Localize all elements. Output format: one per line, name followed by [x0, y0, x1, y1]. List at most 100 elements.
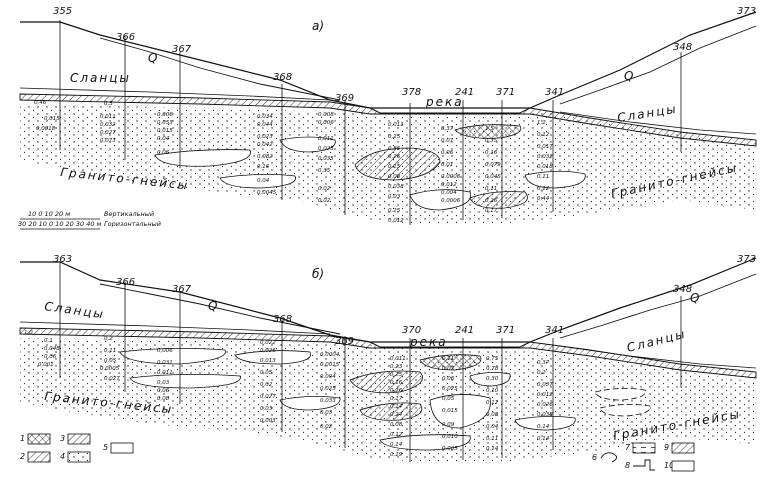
value: 0,14 [537, 436, 550, 442]
value: 0,03 [320, 410, 333, 416]
value: 0,01 [441, 162, 453, 168]
value: 0,07 [442, 366, 455, 372]
value: 0,17 [390, 396, 403, 402]
legend-number: 9 [664, 443, 669, 452]
value: 0,06 [441, 150, 454, 156]
value: 0,027 [104, 376, 120, 382]
value: 0,006 [157, 348, 173, 354]
panel-a-boreholes [59, 20, 682, 225]
legend-number: 8 [625, 461, 630, 470]
legend-item-6: 6 [592, 452, 617, 463]
value: 0,011 [390, 356, 406, 362]
value: 0,015 [157, 128, 173, 134]
legend-swatch [600, 452, 617, 463]
value: 0,04 [486, 424, 499, 430]
value: 0,003 [260, 418, 276, 424]
value: 0,082 [257, 154, 273, 160]
panel-a-weathering-band [19, 93, 757, 147]
value: 0,05 [260, 370, 273, 376]
legend-item-8: 8 [625, 459, 655, 471]
value: 0,012 [441, 182, 457, 188]
horizontal-scale-label: Горизонтальный [104, 220, 161, 228]
value: 0,11 [442, 356, 454, 362]
value: 0,06 [157, 150, 170, 156]
borehole-b-373: 373 [737, 254, 756, 265]
value: 0,006 [157, 112, 173, 118]
value: 0,37 [441, 126, 454, 132]
value: 0,015 [442, 408, 458, 414]
value: 0,11 [537, 174, 549, 180]
panel-a-right-contact [559, 111, 757, 135]
value: 0,02 [260, 382, 273, 388]
value: 0,12 [390, 432, 403, 438]
value: 0,1 [44, 338, 53, 344]
value: 0,11 [485, 186, 497, 192]
value: 0,11 [486, 436, 498, 442]
value: 0,027 [260, 394, 276, 400]
borehole-a-367: 367 [172, 44, 192, 55]
panel-a-left-contact [19, 87, 331, 101]
value: 0,14 [537, 424, 550, 430]
panel-b-borehole-numbers: 363 366 367 368 369 370 241 371 341 348 … [53, 254, 756, 347]
value: 0,35 [318, 168, 331, 174]
legend-swatch [27, 451, 51, 463]
value: 0,12 [486, 400, 499, 406]
value: 0,001 [38, 362, 54, 368]
value: 0,5 [104, 101, 113, 107]
legend-swatch [110, 442, 134, 454]
value: 0,011 [388, 122, 404, 128]
panel-b: б) [19, 254, 757, 462]
value: 0,06 [157, 388, 170, 394]
value: 0,042 [257, 142, 273, 148]
borehole-a-355: 355 [53, 6, 72, 17]
value: 0,0006 [441, 198, 461, 204]
value: 0,038 [388, 184, 404, 190]
legend-item-10: 10 [664, 460, 695, 472]
panel-a-q-label-right: Q [624, 69, 635, 83]
value: 0,004 [320, 374, 336, 380]
legend-swatch [67, 451, 91, 463]
value: 0,24 [390, 412, 403, 418]
value: 0,05 [104, 358, 117, 364]
panel-a-q-layer-boundary [99, 25, 757, 105]
value: 0,12 [537, 132, 550, 138]
legend-item-1: 1 [20, 433, 51, 445]
value: 0,37 [537, 360, 550, 366]
value: 0,033 [320, 398, 336, 404]
value: 0,16 [390, 380, 403, 386]
value: 0,25 [388, 208, 401, 214]
value: 0,026 [260, 348, 276, 354]
value: 0,75 [486, 356, 499, 362]
value: 0,005 [442, 446, 458, 452]
value: 0,26 [388, 154, 401, 160]
value: 0,10 [486, 388, 499, 394]
value: 0,17 [485, 208, 498, 214]
value: 0,08 [157, 396, 170, 402]
value: 0,14 [486, 446, 499, 452]
value: 0,037 [537, 382, 553, 388]
value: 0,044 [257, 122, 273, 128]
value: 0,031 [157, 360, 173, 366]
borehole-b-368: 368 [273, 314, 292, 325]
value: 0,03 [157, 380, 170, 386]
value: 0,026 [537, 402, 553, 408]
panel-a-river-label: река [425, 95, 464, 109]
borehole-b-369: 369 [335, 336, 354, 347]
value: 0,0015 [320, 362, 340, 368]
value: 0,08 [486, 412, 499, 418]
value: 0,018 [537, 164, 553, 170]
panel-b-q-label-left: Q [208, 299, 219, 313]
panel-b-letter: б) [312, 267, 324, 281]
scale-bar: 10 0 10 20 м Вертикальный 30 20 10 0 10 … [18, 210, 161, 230]
value: 0,03 [260, 406, 273, 412]
borehole-a-348: 348 [673, 42, 692, 53]
panel-b-assay-values: 1,0 0,1 0,048 0,06 0,001 0,2 0,11 0,05 0… [24, 330, 553, 458]
value: 1,2 [537, 120, 546, 126]
value: 0,015 [44, 116, 60, 122]
borehole-a-341: 341 [545, 87, 564, 98]
legend-number: 1 [20, 434, 25, 443]
value: 0,06 [442, 376, 455, 382]
value: 0,25 [390, 372, 403, 378]
vertical-scale-label: Вертикальный [104, 210, 154, 218]
borehole-a-373: 373 [737, 6, 756, 17]
